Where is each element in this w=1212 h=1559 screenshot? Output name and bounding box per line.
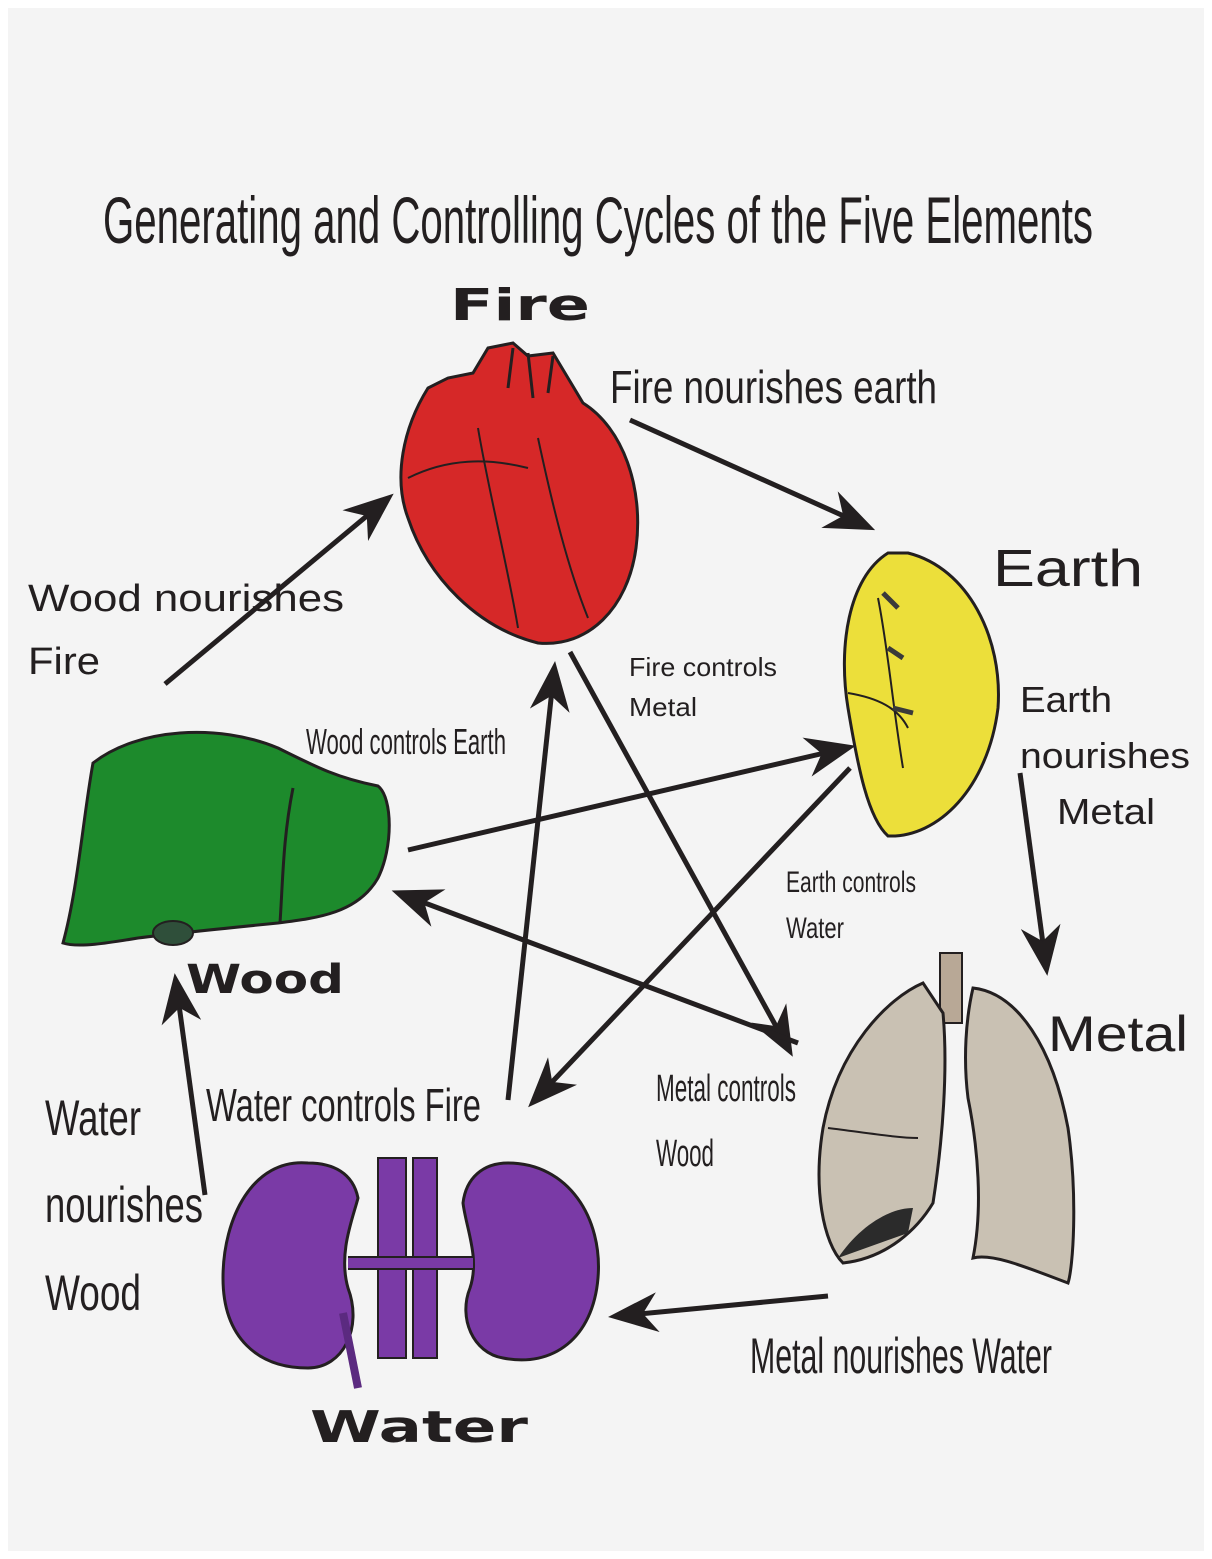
fire-nourishes-earth-label: Fire nourishes earth: [610, 361, 937, 413]
lungs-icon: [819, 953, 1074, 1283]
earth-controls-water-line2: Water: [786, 912, 844, 945]
metal-wood-arrow: [401, 894, 798, 1043]
water-nourishes-wood-line3: Wood: [45, 1265, 141, 1321]
metal-water-arrow: [618, 1296, 828, 1316]
metal-controls-wood-line2: Wood: [656, 1133, 714, 1175]
fire-controls-metal-line1: Fire controls: [629, 652, 777, 682]
water-nourishes-wood-line1: Water: [45, 1090, 141, 1146]
water-label: Water: [310, 1402, 528, 1453]
metal-nourishes-water-label: Metal nourishes Water: [750, 1328, 1052, 1384]
earth-metal-arrow: [1020, 773, 1046, 966]
fire-label: Fire: [450, 280, 590, 331]
kidneys-icon: [223, 1158, 598, 1388]
diagram-canvas: Generating and Controlling Cycles of the…: [8, 8, 1204, 1551]
wood-controls-earth-label: Wood controls Earth: [306, 721, 506, 762]
wood-label: Wood: [186, 957, 344, 1003]
earth-label: Earth: [993, 540, 1143, 598]
wood-nourishes-fire-line2: Fire: [28, 641, 100, 683]
water-nourishes-wood-line2: nourishes: [45, 1177, 203, 1233]
five-elements-diagram: Generating and Controlling Cycles of the…: [8, 8, 1204, 1551]
metal-label: Metal: [1048, 1006, 1188, 1062]
spleen-icon: [844, 553, 998, 836]
heart-icon: [401, 343, 638, 643]
diagram-title: Generating and Controlling Cycles of the…: [103, 183, 1093, 257]
wood-earth-arrow: [408, 748, 846, 850]
fire-earth-arrow: [630, 420, 866, 526]
metal-controls-wood-line1: Metal controls: [656, 1068, 796, 1110]
wood-nourishes-fire-line1: Wood nourishes: [28, 578, 344, 620]
earth-nourishes-metal-line1: Earth: [1020, 679, 1112, 720]
earth-nourishes-metal-line2: nourishes: [1020, 735, 1190, 776]
earth-controls-water-line1: Earth controls: [786, 866, 916, 899]
liver-icon: [63, 732, 389, 945]
water-wood-arrow: [176, 983, 205, 1195]
water-fire-arrow: [508, 671, 554, 1100]
water-controls-fire-label: Water controls Fire: [206, 1079, 481, 1131]
fire-controls-metal-line2: Metal: [629, 692, 697, 722]
earth-nourishes-metal-line3: Metal: [1057, 791, 1155, 832]
